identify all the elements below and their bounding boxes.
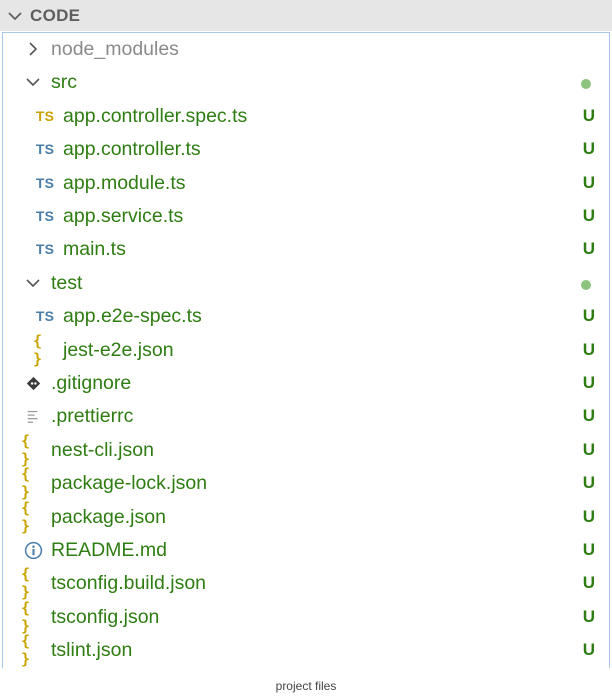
typescript-icon: TS	[33, 305, 57, 327]
chevron-down-icon	[8, 12, 22, 21]
untracked-status-badge: U	[582, 439, 595, 459]
untracked-status-badge: U	[582, 206, 595, 225]
tree-file-row[interactable]: README.md U	[3, 534, 609, 567]
untracked-status-badge: U	[582, 306, 595, 326]
tree-file-row[interactable]: .prettierrc U	[3, 400, 609, 433]
json-icon-text: { }	[21, 598, 32, 635]
file-name: nest-cli.json	[51, 438, 154, 461]
typescript-icon: TS	[33, 172, 57, 194]
file-name: tslint.json	[51, 639, 133, 662]
untracked-status-badge: U	[582, 139, 595, 159]
folder-name: src	[51, 71, 77, 94]
tree-file-row[interactable]: { } jest-e2e.json U	[3, 332, 609, 368]
file-name: main.ts	[63, 238, 126, 261]
tree-file-row[interactable]: TS app.service.ts U	[3, 200, 609, 233]
section-title: CODE	[30, 6, 81, 25]
ts-icon-text: TS	[35, 141, 55, 158]
tree-file-row[interactable]: TS app.module.ts U	[3, 167, 609, 200]
info-icon	[21, 539, 45, 561]
json-icon: { }	[21, 465, 45, 501]
chevron-down-icon[interactable]	[21, 272, 45, 294]
json-icon-text: { }	[21, 431, 32, 468]
tree-file-row[interactable]: { } tsconfig.build.json U	[3, 565, 609, 601]
json-icon: { }	[21, 565, 45, 601]
tree-file-row[interactable]: { } tsconfig.json U	[3, 599, 609, 635]
typescript-icon: TS	[33, 105, 57, 127]
json-icon: { }	[33, 332, 57, 368]
git-icon	[21, 372, 45, 394]
file-name: app.controller.spec.ts	[63, 104, 248, 127]
untracked-status-badge: U	[582, 506, 595, 526]
file-name: tsconfig.build.json	[51, 572, 207, 595]
ts-icon-text: TS	[35, 241, 55, 258]
tree-file-row[interactable]: { } tslint.json U	[3, 632, 609, 668]
typescript-icon: TS	[33, 238, 57, 260]
tree-file-row[interactable]: { } package.json U	[3, 499, 609, 535]
json-icon-text: { }	[21, 565, 32, 602]
tree-file-row[interactable]: .gitignore U	[3, 367, 609, 400]
tree-file-row[interactable]: TS app.controller.spec.ts U	[3, 100, 609, 133]
file-name: app.module.ts	[63, 171, 186, 194]
text-lines-icon	[21, 405, 45, 427]
tree-file-row[interactable]: { } nest-cli.json U	[3, 432, 609, 468]
json-icon-text: { }	[33, 331, 44, 368]
tree-file-row[interactable]: TS app.controller.ts U	[3, 133, 609, 166]
untracked-status-badge: U	[582, 406, 595, 426]
untracked-status-badge: U	[582, 172, 595, 192]
ts-icon-text: TS	[35, 174, 55, 191]
untracked-status-badge: U	[582, 573, 595, 593]
untracked-status-badge: U	[582, 540, 595, 559]
modified-dot-indicator	[581, 79, 591, 90]
ts-icon-text: TS	[35, 107, 55, 124]
json-icon: { }	[21, 599, 45, 635]
folder-name: test	[51, 271, 83, 294]
untracked-status-badge: U	[582, 640, 595, 660]
json-icon-text: { }	[21, 632, 32, 669]
tree-file-row[interactable]: { } package-lock.json U	[3, 465, 609, 501]
chevron-down-icon[interactable]	[21, 71, 45, 93]
file-name: .gitignore	[51, 372, 132, 394]
untracked-status-badge: U	[582, 373, 595, 392]
json-icon: { }	[21, 432, 45, 468]
file-name: README.md	[51, 539, 167, 561]
json-icon: { }	[21, 632, 45, 668]
chevron-right-icon[interactable]	[21, 38, 45, 60]
untracked-status-badge: U	[582, 473, 595, 493]
tree-folder-row[interactable]: test	[3, 267, 609, 300]
tree-folder-row[interactable]: src	[3, 66, 609, 99]
ts-icon-text: TS	[35, 308, 55, 325]
untracked-status-badge: U	[582, 105, 595, 125]
json-icon-text: { }	[21, 498, 32, 535]
file-name: app.e2e-spec.ts	[63, 305, 202, 328]
file-name: tsconfig.json	[51, 605, 160, 628]
typescript-icon: TS	[33, 138, 57, 160]
untracked-status-badge: U	[582, 239, 595, 259]
file-name: .prettierrc	[51, 405, 134, 428]
untracked-status-badge: U	[582, 339, 595, 359]
ts-icon-text: TS	[35, 208, 55, 224]
typescript-icon: TS	[33, 205, 57, 227]
untracked-status-badge: U	[582, 606, 595, 626]
file-name: jest-e2e.json	[63, 338, 174, 361]
caption: project files	[275, 679, 337, 693]
file-name: app.service.ts	[63, 205, 184, 227]
tree-file-row[interactable]: TS app.e2e-spec.ts U	[3, 300, 609, 333]
folder-name: node_modules	[51, 38, 179, 60]
json-icon: { }	[21, 499, 45, 535]
tree-folder-row[interactable]: node_modules	[3, 33, 609, 66]
file-name: app.controller.ts	[63, 138, 201, 161]
tree-file-row[interactable]: TS main.ts U	[3, 233, 609, 266]
file-name: package.json	[51, 505, 166, 528]
json-icon-text: { }	[21, 465, 32, 502]
section-header[interactable]: CODE	[0, 0, 612, 31]
file-name: package-lock.json	[51, 472, 208, 495]
modified-dot-indicator	[581, 279, 591, 290]
